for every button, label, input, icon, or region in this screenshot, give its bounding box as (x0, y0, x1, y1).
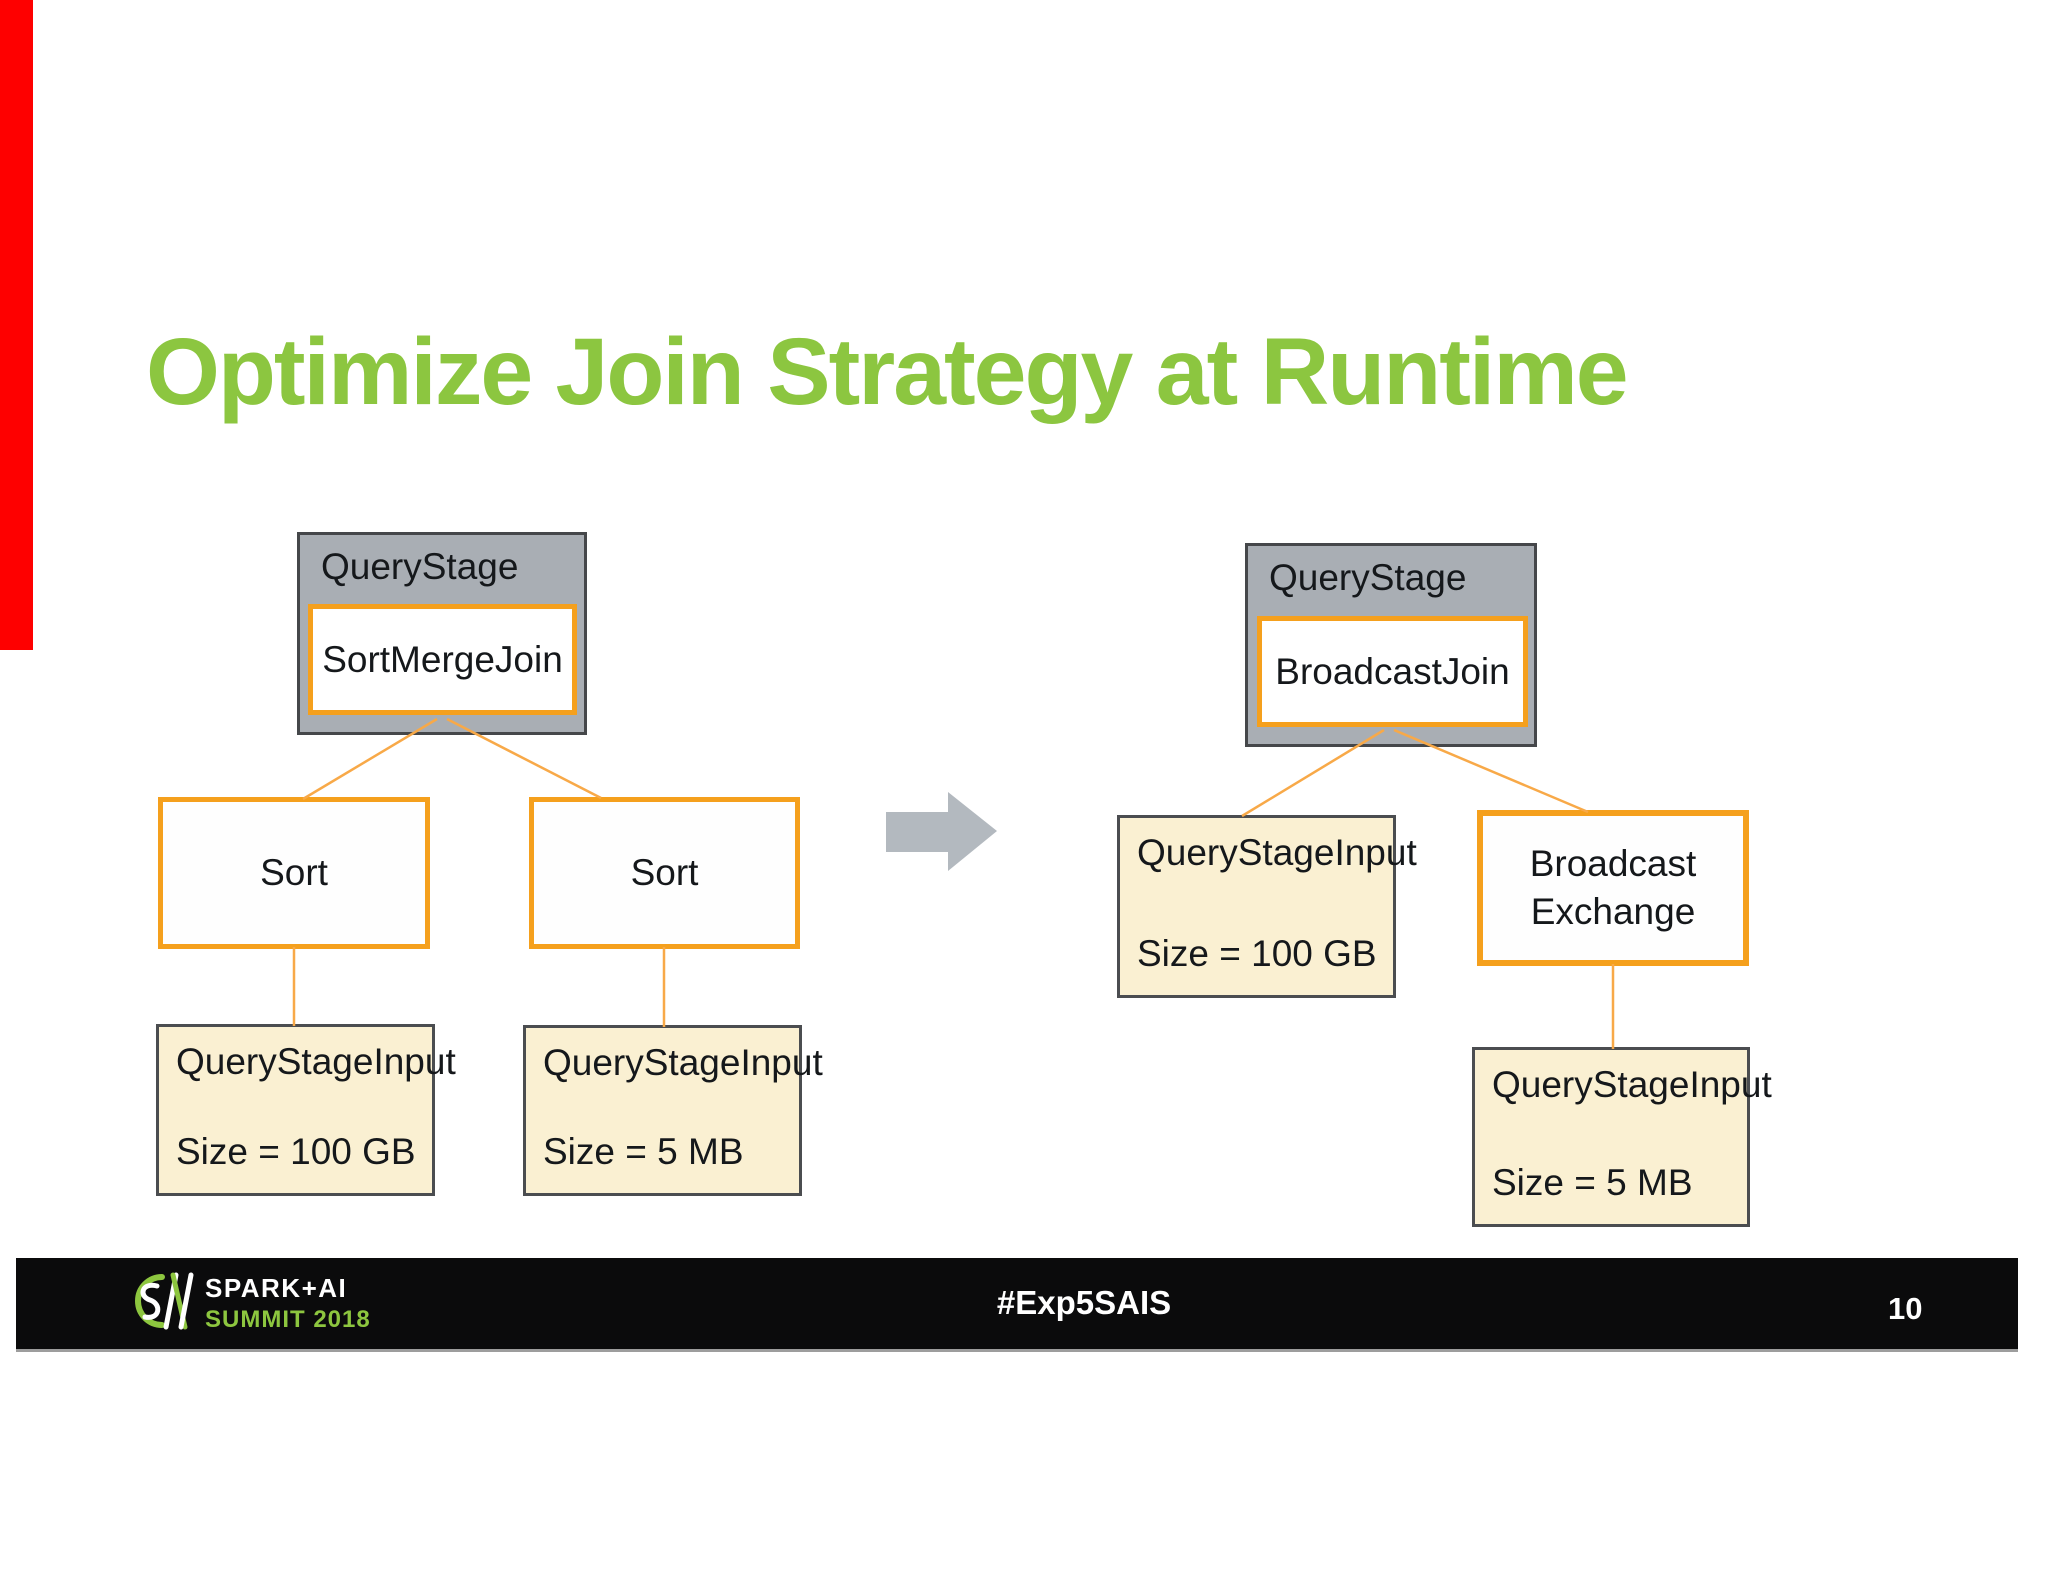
event-hashtag: #Exp5SAIS (996, 1284, 1172, 1321)
page-number: 10 (1888, 1291, 1923, 1326)
input-size: Size = 100 GB (176, 1131, 416, 1172)
sort-box-left: Sort (158, 797, 430, 949)
sortmergejoin-box: SortMergeJoin (308, 604, 577, 715)
querystageinput-box-5mb-after: QueryStageInput Size = 5 MB (1472, 1047, 1772, 1227)
input-label: QueryStageInput (1492, 1064, 1772, 1105)
sortmergejoin-label: SortMergeJoin (322, 638, 563, 680)
querystageinput-box-5mb-before: QueryStageInput Size = 5 MB (523, 1025, 823, 1196)
querystage-label: QueryStage (321, 546, 519, 587)
querystageinput-box-100gb-after: QueryStageInput Size = 100 GB (1117, 815, 1417, 998)
logo-text: SPARK+AI SUMMIT 2018 (205, 1275, 371, 1332)
broadcastjoin-label: BroadcastJoin (1275, 650, 1510, 692)
sort-label: Sort (260, 851, 328, 893)
input-size: Size = 5 MB (1492, 1162, 1693, 1203)
sort-box-right: Sort (529, 797, 800, 949)
broadcastjoin-box: BroadcastJoin (1257, 616, 1528, 727)
red-edge-bar (0, 0, 33, 650)
broadcast-exchange-label: Broadcast Exchange (1529, 842, 1697, 932)
input-label: QueryStageInput (176, 1041, 456, 1082)
querystageinput-box-100gb-before: QueryStageInput Size = 100 GB (156, 1024, 456, 1196)
footer-bar: SPARK+AI SUMMIT 2018 #Exp5SAIS 10 (16, 1258, 2018, 1352)
logo-title: SPARK+AI (205, 1273, 348, 1303)
slide-title: Optimize Join Strategy at Runtime (146, 319, 1629, 425)
querystage-box-after: QueryStage BroadcastJoin (1245, 543, 1537, 747)
sort-label: Sort (630, 851, 699, 893)
querystage-box-before: QueryStage SortMergeJoin (297, 532, 587, 735)
logo-subtitle: SUMMIT 2018 (205, 1306, 371, 1333)
input-label: QueryStageInput (543, 1042, 823, 1083)
input-size: Size = 5 MB (543, 1131, 744, 1172)
input-size: Size = 100 GB (1137, 933, 1377, 974)
sais-logo-icon (135, 1272, 194, 1330)
input-label: QueryStageInput (1137, 832, 1417, 873)
broadcast-exchange-box: Broadcast Exchange (1477, 810, 1749, 966)
querystage-label: QueryStage (1269, 557, 1467, 598)
